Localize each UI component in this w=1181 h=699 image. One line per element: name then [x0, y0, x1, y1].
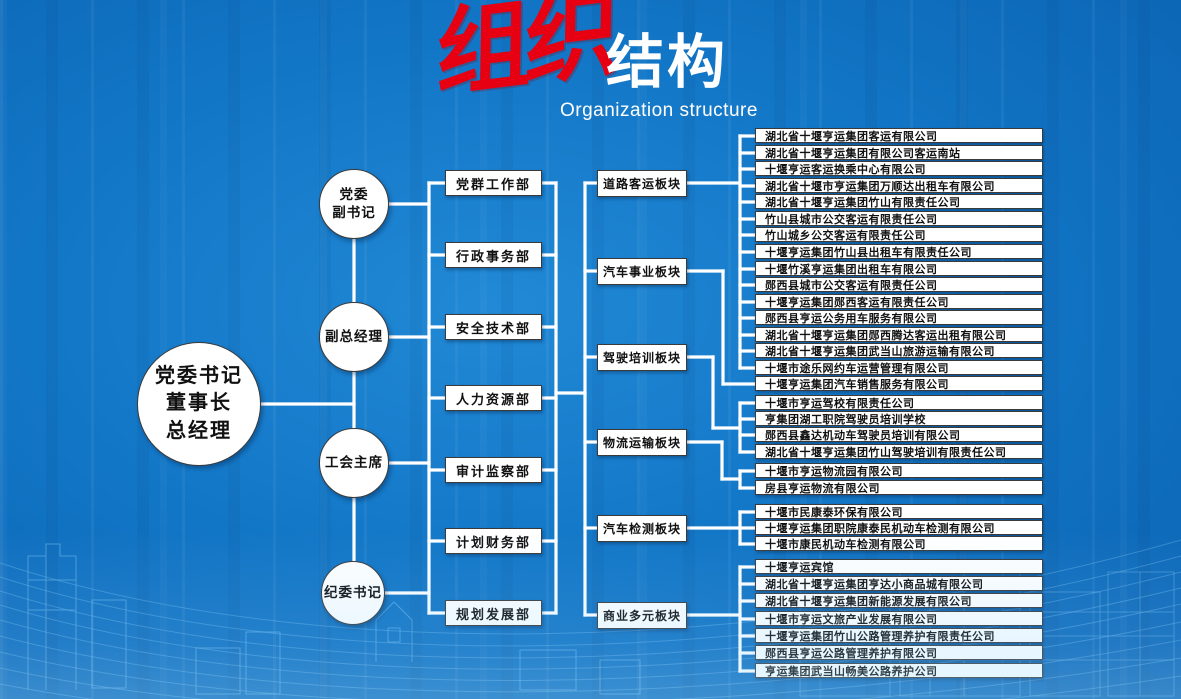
leader-circle-label: 工会主席 — [325, 455, 383, 471]
company-box: 湖北省十堰亨运集团竹山有限责任公司 — [755, 194, 1043, 209]
company-box: 湖北省十堰亨运集团亨达小商品城有限公司 — [755, 576, 1043, 591]
company-box: 亨集团湖工职院驾驶员培训学校 — [755, 411, 1043, 426]
department-box: 规划发展部 — [445, 600, 542, 626]
company-box: 湖北省十堰亨运集团武当山旅游运输有限公司 — [755, 343, 1043, 358]
department-box: 审计监察部 — [445, 457, 542, 483]
company-box: 十堰市亨运文旅产业发展有限公司 — [755, 611, 1043, 626]
segment-box: 商业多元板块 — [597, 601, 687, 629]
company-box: 十堰亨运集团汽车销售服务有限公司 — [755, 376, 1043, 391]
company-box: 湖北省十堰亨运集团竹山驾驶培训有限责任公司 — [755, 444, 1043, 459]
company-box: 十堰市亨运驾校有限责任公司 — [755, 395, 1043, 410]
leader-circle-label: 党委 — [339, 187, 369, 203]
segment-box: 驾驶培训板块 — [597, 343, 687, 371]
company-box: 亨运集团武当山畅美公路养护公司 — [755, 663, 1043, 678]
company-box: 十堰竹溪亨运集团出租车有限公司 — [755, 261, 1043, 276]
segment-box: 汽车检测板块 — [597, 514, 687, 542]
root-role-line: 总经理 — [166, 419, 232, 442]
department-box: 计划财务部 — [445, 528, 542, 554]
leader-circle-label: 副书记 — [332, 205, 376, 220]
company-box: 十堰亨运宾馆 — [755, 559, 1043, 574]
company-box: 十堰市康民机动车检测有限公司 — [755, 536, 1043, 551]
company-box: 湖北省十堰亨运集团新能源发展有限公司 — [755, 593, 1043, 608]
department-box: 人力资源部 — [445, 385, 542, 411]
segment-box: 物流运输板块 — [597, 428, 687, 456]
company-box: 郧西县亨运公路管理养护有限公司 — [755, 645, 1043, 660]
segment-box: 道路客运板块 — [597, 169, 687, 197]
page-title: 结构 — [606, 30, 729, 95]
company-box: 湖北省十堰市亨运集团万顺达出租车有限公司 — [755, 178, 1043, 193]
company-box: 十堰市途乐网约车运营管理有限公司 — [755, 360, 1043, 375]
title-calligraphy: 组织 — [435, 0, 615, 110]
company-box: 十堰市亨运物流园有限公司 — [755, 463, 1043, 478]
company-box: 十堰市民康泰环保有限公司 — [755, 504, 1043, 519]
company-box: 十堰亨运客运换乘中心有限公司 — [755, 161, 1043, 176]
department-box: 安全技术部 — [445, 314, 542, 340]
company-box: 十堰亨运集团竹山公路管理养护有限责任公司 — [755, 628, 1043, 643]
leader-circle: 纪委书记 — [321, 561, 385, 625]
leader-circle: 工会主席 — [319, 428, 389, 498]
company-box: 郧西县城市公交客运有限责任公司 — [755, 277, 1043, 292]
title-subtitle: Organization structure — [560, 100, 758, 121]
root-role-circle: 党委书记 董事长 总经理 — [137, 342, 261, 466]
root-role-line: 董事长 — [166, 392, 232, 415]
leader-circle: 党委副书记 — [319, 169, 389, 239]
department-box: 行政事务部 — [445, 242, 542, 268]
company-box: 竹山城乡公交客运有限责任公司 — [755, 227, 1043, 242]
company-box: 郧西县亨运公务用车服务有限公司 — [755, 310, 1043, 325]
company-box: 十堰亨运集团郧西客运有限责任公司 — [755, 294, 1043, 309]
root-role-line: 党委书记 — [155, 364, 243, 387]
company-box: 湖北省十堰亨运集团郧西腾达客运出租有限公司 — [755, 327, 1043, 342]
company-box: 郧西县鑫达机动车驾驶员培训有限公司 — [755, 427, 1043, 442]
segment-box: 汽车事业板块 — [597, 257, 687, 285]
company-box: 竹山县城市公交客运有限责任公司 — [755, 211, 1043, 226]
company-box: 十堰亨运集团竹山县出租车有限责任公司 — [755, 244, 1043, 259]
leader-circle: 副总经理 — [319, 302, 389, 372]
department-box: 党群工作部 — [445, 170, 542, 196]
leader-circle-label: 副总经理 — [325, 329, 383, 345]
leader-circle-label: 纪委书记 — [324, 585, 382, 601]
company-box: 十堰亨运集团职院康泰民机动车检测有限公司 — [755, 520, 1043, 535]
company-box: 湖北省十堰亨运集团客运有限公司 — [755, 128, 1043, 143]
company-box: 房县亨运物流有限公司 — [755, 480, 1043, 495]
company-box: 湖北省十堰亨运集团有限公司客运南站 — [755, 145, 1043, 160]
